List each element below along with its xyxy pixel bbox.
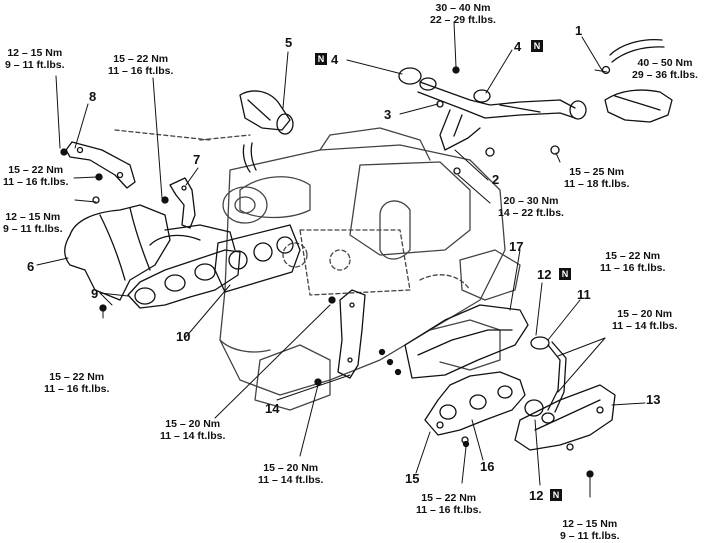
callout-14: 14	[265, 401, 280, 416]
new-part-badge: N	[550, 489, 562, 501]
callout-12-top: 12	[537, 267, 552, 282]
torque-spec-right-4: 15 – 20 Nm 11 – 14 ft.lbs.	[612, 308, 677, 332]
torque-spec-top-mid: 15 – 22 Nm 11 – 16 ft.lbs.	[108, 53, 173, 77]
torque-nm: 12 – 15 Nm	[562, 518, 618, 530]
callout-11: 11	[577, 287, 591, 302]
torque-nm: 40 – 50 Nm	[637, 57, 693, 69]
new-part-badge: N	[531, 40, 543, 52]
torque-ftlbs: 14 – 22 ft.lbs.	[498, 207, 564, 219]
torque-ftlbs: 9 – 11 ft.lbs.	[3, 223, 63, 235]
callout-13: 13	[646, 392, 661, 407]
callout-1: 1	[575, 23, 583, 38]
callout-12-bottom: 12	[529, 488, 544, 503]
torque-ftlbs: 9 – 11 ft.lbs.	[5, 59, 65, 71]
torque-ftlbs: 11 – 14 ft.lbs.	[258, 474, 324, 486]
new-part-badge: N	[315, 53, 327, 65]
torque-ftlbs: 11 – 16 ft.lbs.	[44, 383, 110, 395]
callout-16: 16	[480, 459, 495, 474]
torque-nm: 15 – 22 Nm	[49, 371, 105, 383]
torque-ftlbs: 11 – 16 ft.lbs.	[600, 262, 666, 274]
torque-spec-left-1: 15 – 22 Nm 11 – 16 ft.lbs.	[3, 164, 68, 188]
exhaust-manifold-front	[127, 224, 241, 309]
bracket-7	[169, 177, 196, 229]
callout-6: 6	[27, 259, 35, 274]
bracket-14	[337, 289, 366, 379]
torque-spec-top-center: 30 – 40 Nm 22 – 29 ft.lbs.	[430, 2, 496, 26]
callout-17: 17	[509, 239, 524, 254]
callout-15: 15	[405, 471, 420, 486]
torque-spec-bottom-left: 15 – 22 Nm 11 – 16 ft.lbs.	[44, 371, 109, 395]
callout-5: 5	[285, 35, 293, 50]
manifold-gasket	[214, 224, 301, 293]
torque-spec-bottom-mid-1: 15 – 20 Nm 11 – 14 ft.lbs.	[160, 418, 225, 442]
torque-ftlbs: 11 – 16 ft.lbs.	[3, 176, 69, 188]
egr-pipe	[524, 336, 567, 424]
callout-8: 8	[89, 89, 97, 104]
heat-shield-left	[64, 196, 171, 301]
torque-nm: 15 – 20 Nm	[617, 308, 673, 320]
torque-spec-left-2: 12 – 15 Nm 9 – 11 ft.lbs.	[3, 211, 63, 235]
callout-2: 2	[492, 172, 500, 187]
torque-nm: 15 – 22 Nm	[605, 250, 661, 262]
torque-nm: 15 – 22 Nm	[8, 164, 64, 176]
exhaust-manifold-rear	[404, 304, 529, 444]
callout-10: 10	[176, 329, 191, 344]
front-exhaust-pipe	[398, 67, 587, 175]
callout-9: 9	[91, 286, 99, 301]
torque-nm: 15 – 20 Nm	[165, 418, 221, 430]
torque-nm: 20 – 30 Nm	[503, 195, 559, 207]
torque-spec-top-left: 12 – 15 Nm 9 – 11 ft.lbs.	[5, 47, 65, 71]
heat-shield-right	[514, 384, 616, 451]
torque-nm: 15 – 22 Nm	[113, 53, 169, 65]
new-part-badge: N	[559, 268, 571, 280]
intake-hose	[239, 90, 294, 173]
torque-ftlbs: 11 – 16 ft.lbs.	[416, 504, 482, 516]
torque-spec-bottom-mid-3: 15 – 22 Nm 11 – 16 ft.lbs.	[416, 492, 481, 516]
torque-ftlbs: 11 – 14 ft.lbs.	[160, 430, 226, 442]
torque-ftlbs: 9 – 11 ft.lbs.	[560, 530, 620, 542]
torque-nm: 15 – 22 Nm	[421, 492, 477, 504]
torque-spec-right-3: 15 – 22 Nm 11 – 16 ft.lbs.	[600, 250, 665, 274]
torque-nm: 15 – 25 Nm	[569, 166, 625, 178]
torque-nm: 12 – 15 Nm	[5, 211, 61, 223]
engine-block	[114, 127, 521, 411]
torque-nm: 30 – 40 Nm	[435, 2, 491, 14]
bolts	[60, 66, 594, 478]
torque-ftlbs: 11 – 16 ft.lbs.	[108, 65, 174, 77]
torque-nm: 15 – 20 Nm	[263, 462, 319, 474]
torque-ftlbs: 11 – 18 ft.lbs.	[564, 178, 630, 190]
torque-spec-bottom-right: 12 – 15 Nm 9 – 11 ft.lbs.	[560, 518, 620, 542]
torque-spec-top-right: 40 – 50 Nm 29 – 36 ft.lbs.	[632, 57, 698, 81]
callout-3: 3	[384, 107, 392, 122]
torque-ftlbs: 29 – 36 ft.lbs.	[632, 69, 698, 81]
torque-spec-right-2: 20 – 30 Nm 14 – 22 ft.lbs.	[498, 195, 564, 219]
torque-nm: 12 – 15 Nm	[7, 47, 63, 59]
callout-4-left: 4	[331, 52, 339, 67]
bracket-8	[65, 141, 136, 189]
torque-spec-right-1: 15 – 25 Nm 11 – 18 ft.lbs.	[564, 166, 629, 190]
leader-lines	[36, 21, 646, 498]
catalytic-converter	[601, 39, 673, 123]
torque-spec-bottom-mid-2: 15 – 20 Nm 11 – 14 ft.lbs.	[258, 462, 323, 486]
torque-ftlbs: 11 – 14 ft.lbs.	[612, 320, 678, 332]
callout-7: 7	[193, 152, 201, 167]
torque-ftlbs: 22 – 29 ft.lbs.	[430, 14, 496, 26]
callout-4-right: 4	[514, 39, 522, 54]
